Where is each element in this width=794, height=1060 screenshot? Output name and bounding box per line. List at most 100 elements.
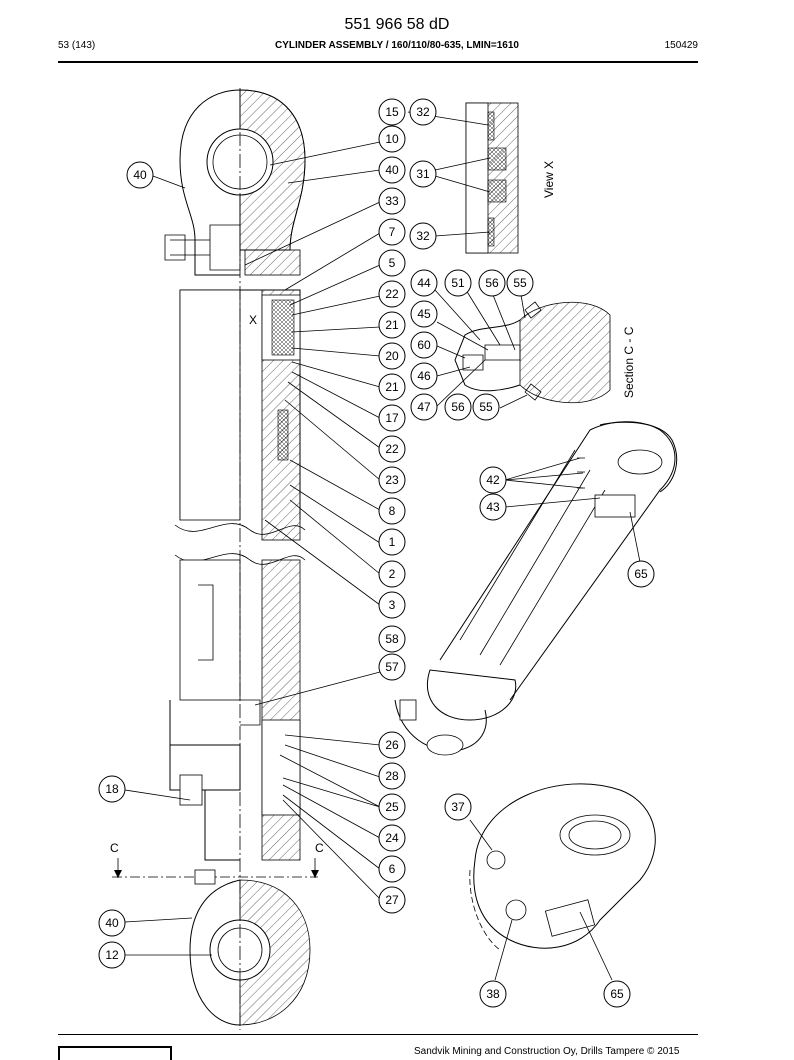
isometric-cylinder [394,421,678,756]
svg-text:40: 40 [105,916,119,930]
svg-text:25: 25 [385,800,399,814]
callout-22: 22 [378,435,406,463]
callout-55: 55 [472,393,500,421]
section-c-left-marker: C [110,841,119,855]
svg-text:47: 47 [417,400,431,414]
svg-text:57: 57 [385,660,399,674]
callout-42: 42 [479,466,507,494]
svg-text:44: 44 [417,276,431,290]
svg-text:38: 38 [486,987,500,1001]
svg-text:20: 20 [385,349,399,363]
callout-60: 60 [410,331,438,359]
callout-31: 31 [409,160,437,188]
svg-text:5: 5 [389,256,396,270]
page-title: CYLINDER ASSEMBLY / 160/110/80-635, LMIN… [275,40,519,51]
callout-32: 32 [409,222,437,250]
footer-divider [58,1034,698,1035]
callout-33: 33 [378,187,406,215]
callout-43: 43 [479,493,507,521]
callout-44: 44 [410,269,438,297]
callout-51: 51 [444,269,472,297]
callout-3: 3 [378,591,406,619]
section-cc-label: Section C - C [622,326,636,398]
callout-40: 40 [126,161,154,189]
callout-25: 25 [378,793,406,821]
svg-text:43: 43 [486,500,500,514]
svg-text:42: 42 [486,473,500,487]
svg-text:12: 12 [105,948,119,962]
svg-text:56: 56 [485,276,499,290]
section-cc-detail [454,301,611,404]
svg-text:33: 33 [385,194,399,208]
callout-24: 24 [378,824,406,852]
callout-47: 47 [410,393,438,421]
svg-text:6: 6 [389,862,396,876]
callout-5: 5 [378,249,406,277]
callout-8: 8 [378,497,406,525]
callout-23: 23 [378,466,406,494]
svg-text:46: 46 [417,369,431,383]
main-section-view [112,88,319,1030]
callout-56: 56 [478,269,506,297]
svg-text:3: 3 [389,598,396,612]
leader-lines [124,111,641,981]
view-x-marker: X [249,313,257,327]
copyright-text: Sandvik Mining and Construction Oy, Dril… [414,1046,680,1057]
svg-text:2: 2 [389,567,396,581]
callout-20: 20 [378,342,406,370]
isometric-head-detail [469,783,656,951]
callout-6: 6 [378,855,406,883]
callout-38: 38 [479,980,507,1008]
svg-text:26: 26 [385,738,399,752]
svg-text:22: 22 [385,287,399,301]
svg-text:8: 8 [389,504,396,518]
callout-58: 58 [378,625,406,653]
callout-21: 21 [378,373,406,401]
revision-date: 150429 [664,40,698,51]
svg-text:21: 21 [385,318,399,332]
callout-27: 27 [378,886,406,914]
callout-40: 40 [98,909,126,937]
svg-text:7: 7 [389,225,396,239]
callout-17: 17 [378,404,406,432]
header-divider [58,61,698,63]
callout-65: 65 [627,560,655,588]
callout-28: 28 [378,762,406,790]
callout-57: 57 [378,653,406,681]
page-number: 53 (143) [58,40,96,51]
svg-text:1: 1 [389,535,396,549]
callout-45: 45 [410,300,438,328]
callout-56: 56 [444,393,472,421]
svg-text:55: 55 [513,276,527,290]
svg-text:32: 32 [416,229,430,243]
callout-46: 46 [410,362,438,390]
svg-text:15: 15 [385,105,399,119]
svg-text:22: 22 [385,442,399,456]
callout-65: 65 [603,980,631,1008]
svg-text:45: 45 [417,307,431,321]
callout-26: 26 [378,731,406,759]
svg-text:58: 58 [385,632,399,646]
svg-text:10: 10 [385,132,399,146]
callout-40: 40 [378,156,406,184]
svg-text:60: 60 [417,338,431,352]
svg-text:32: 32 [416,105,430,119]
svg-text:17: 17 [385,411,399,425]
svg-text:21: 21 [385,380,399,394]
section-c-right-marker: C [315,841,324,855]
svg-text:28: 28 [385,769,399,783]
callout-37: 37 [444,793,472,821]
callout-12: 12 [98,941,126,969]
document-number: 551 966 58 dD [344,16,450,33]
callout-55: 55 [506,269,534,297]
callout-22: 22 [378,280,406,308]
callout-21: 21 [378,311,406,339]
callout-7: 7 [378,218,406,246]
svg-text:37: 37 [451,800,465,814]
brand-logo [58,1046,172,1060]
view-x-detail [465,102,519,254]
svg-text:40: 40 [133,168,147,182]
callout-2: 2 [378,560,406,588]
svg-text:65: 65 [610,987,624,1001]
